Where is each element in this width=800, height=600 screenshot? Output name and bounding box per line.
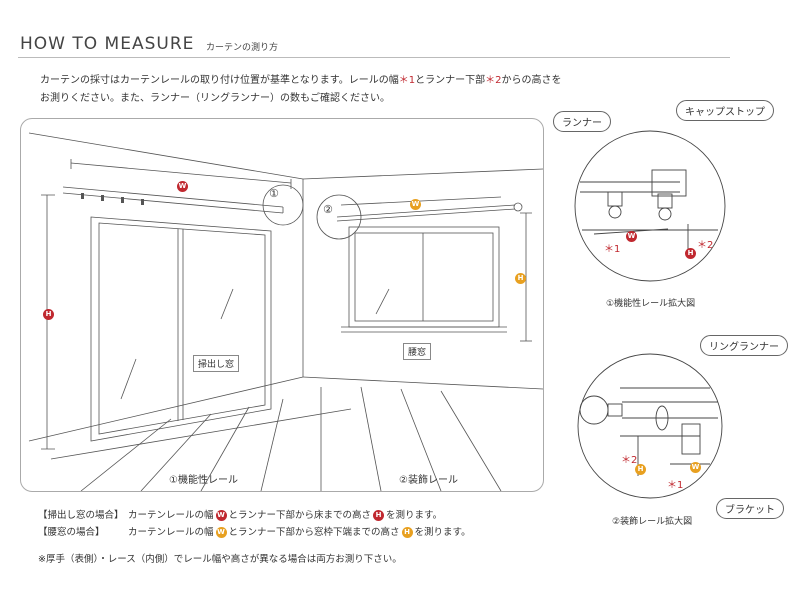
legend1-h-badge: H <box>373 510 385 521</box>
legend1-w-badge: W <box>215 510 227 521</box>
width-badge-orange: W <box>410 199 421 210</box>
intro-text: カーテンの採寸はカーテンレールの取り付け位置が基準となります。レールの幅＊1とラ… <box>40 72 561 108</box>
intro-line1-c: からの高さを <box>501 75 562 86</box>
caption-functional-rail: ①機能性レール <box>169 475 238 486</box>
detail2-caption: ②装飾レール拡大図 <box>612 517 693 527</box>
page-subtitle: カーテンの測り方 <box>206 43 279 53</box>
detail1-height-badge: H <box>685 248 696 259</box>
detail-decorative-svg <box>577 353 723 499</box>
intro-line2: お測りください。また、ランナー（リングランナー）の数もご確認ください。 <box>40 93 390 104</box>
legend1-b: とランナー下部から床までの高さ <box>228 510 372 521</box>
detail1-caption: ①機能性レール拡大図 <box>606 299 696 309</box>
title-divider <box>18 57 730 58</box>
runner-callout: ランナー <box>553 111 611 132</box>
intro-mark1: ＊1 <box>398 75 416 86</box>
bracket-callout: ブラケット <box>716 498 784 519</box>
legend1-a: カーテンレールの幅 <box>128 510 214 521</box>
height-badge-red: H <box>43 309 54 320</box>
intro-line1-a: カーテンの採寸はカーテンレールの取り付け位置が基準となります。レールの幅 <box>40 75 399 86</box>
footnote: ※厚手（表側）・レース（内側）でレール幅や高さが異なる場合は両方お測り下さい。 <box>38 554 402 565</box>
page-title: HOW TO MEASURE <box>20 34 195 54</box>
legend2-c: を測ります。 <box>414 527 471 538</box>
width-badge-red: W <box>177 181 188 192</box>
intro-mark2: ＊2 <box>485 75 502 86</box>
intro-line1-b: とランナー下部 <box>415 75 486 86</box>
legend1-c: を測ります。 <box>386 510 443 521</box>
detail2-mark2: ＊2 <box>621 455 638 466</box>
capstop-callout: キャップストップ <box>676 100 774 121</box>
detail1-mark2: ＊2 <box>697 240 714 251</box>
caption-decorative-rail: ②装飾レール <box>399 475 458 486</box>
room-svg <box>28 132 543 491</box>
legend2-b: とランナー下部から窓枠下端までの高さ <box>228 527 400 538</box>
height-badge-orange: H <box>515 273 526 284</box>
detail2-height-badge: H <box>635 464 646 475</box>
detail2-width-badge: W <box>690 462 701 473</box>
detail-functional-svg <box>574 130 726 282</box>
detail1-mark1: ＊1 <box>604 244 621 255</box>
legend2-w-badge: W <box>215 527 227 538</box>
ring-runner-callout: リングランナー <box>700 335 788 356</box>
marker-2: ② <box>323 203 333 216</box>
legend2-h-badge: H <box>401 527 413 538</box>
legend2-a: カーテンレールの幅 <box>128 527 214 538</box>
detail2-mark1: ＊1 <box>667 480 684 491</box>
window2-label: 腰窓 <box>403 343 432 360</box>
room-illustration: W H W H ① ② 掃出し窓 腰窓 ①機能性レール ②装飾レール <box>20 118 544 492</box>
marker-1: ① <box>269 187 279 200</box>
legend2-head: 【腰窓の場合】 <box>38 527 105 538</box>
legend1-head: 【掃出し窓の場合】 <box>38 510 124 521</box>
window1-label: 掃出し窓 <box>193 355 240 372</box>
detail1-width-badge: W <box>626 231 637 242</box>
